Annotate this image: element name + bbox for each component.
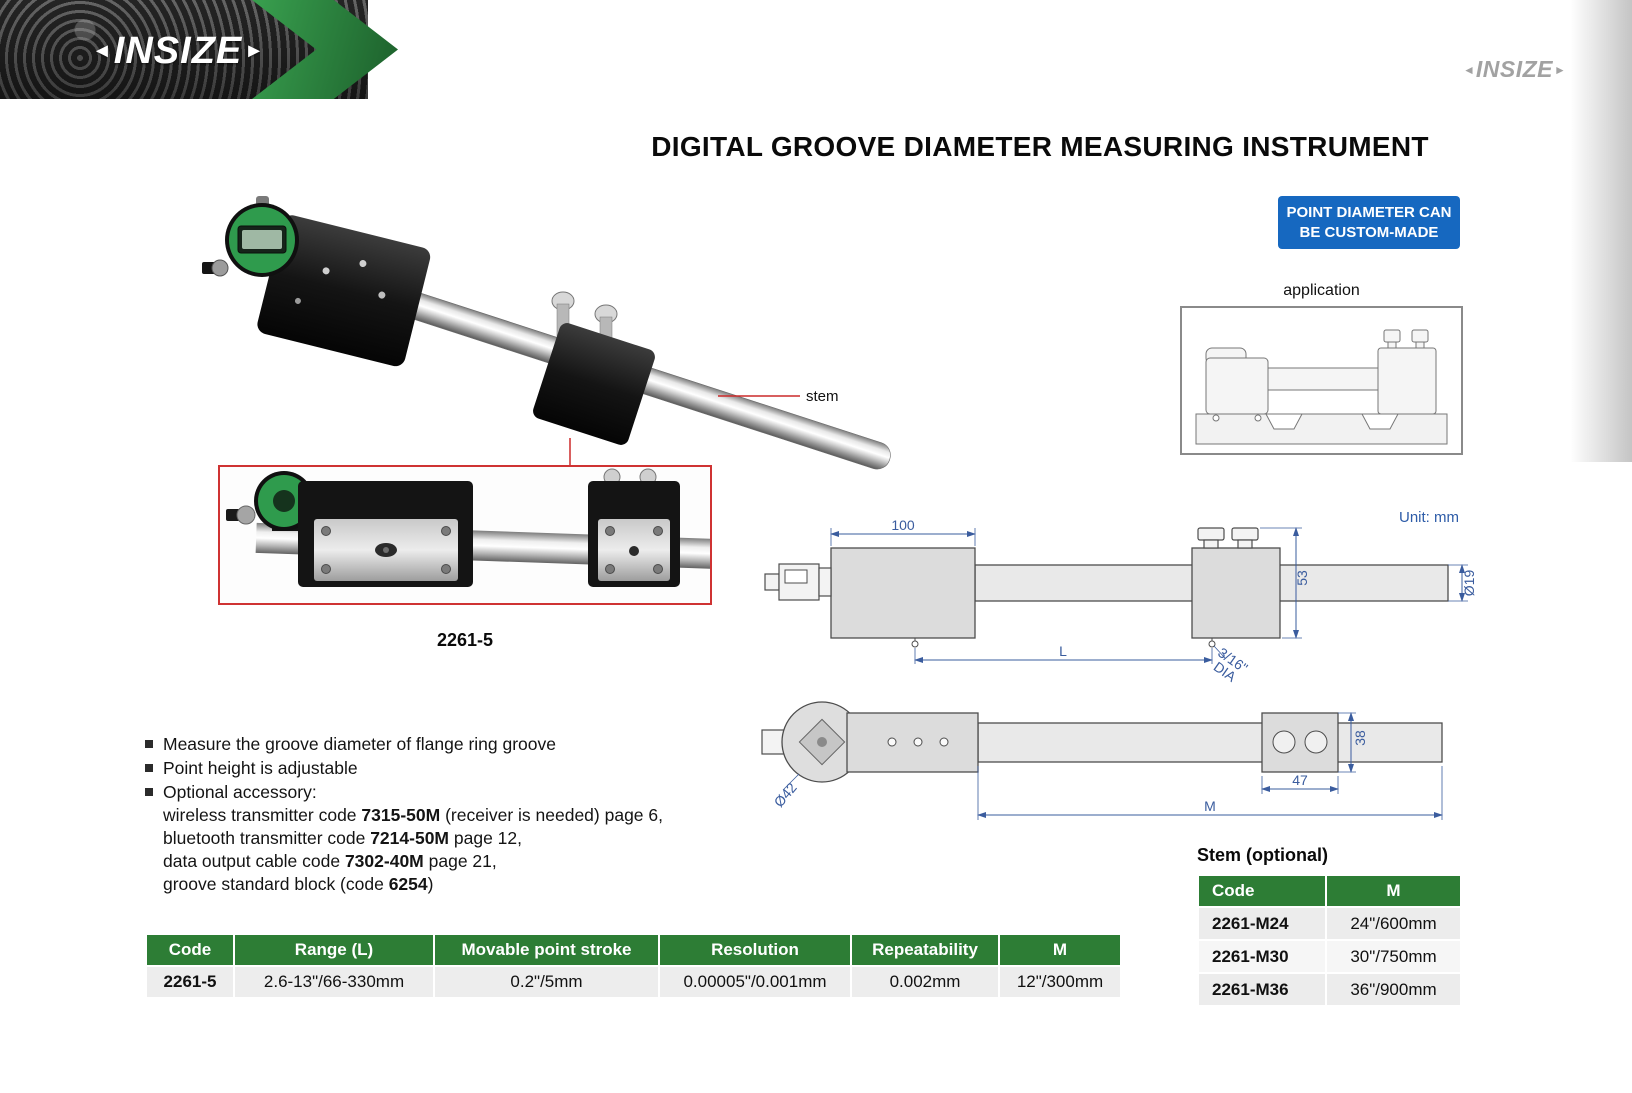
watermark-right-arrow-icon: ► [1554,62,1566,77]
spec-col-header: Code [145,933,235,967]
accessory-text: bluetooth transmitter code [163,828,371,848]
page-title: DIGITAL GROOVE DIAMETER MEASURING INSTRU… [651,131,1429,162]
accessory-code: 7315-50M [361,805,441,825]
bullet-icon [145,764,153,772]
top-view [761,701,1443,783]
spec-header-row: Code Range (L) Movable point stroke Reso… [145,933,1122,967]
side-view-dimensions: 100 53 Ø19 L 3/16" DIA [830,517,1475,685]
stem-header-row: Code M [1197,874,1462,908]
page-edge-shading [1570,0,1632,462]
spec-col-header: M [998,933,1122,967]
insize-watermark: ◄ INSIZE ► [1462,56,1567,83]
stem-m-value: 36"/900mm [1325,972,1462,1007]
stem-row: 2261-M36 36"/900mm [1197,972,1462,1007]
accessory-text: wireless transmitter code [163,805,362,825]
accessory-text: groove standard block (code [163,874,389,894]
feature-item: Point height is adjustable [145,756,825,780]
accessory-text: page 12, [449,828,522,848]
accessory-code: 6254 [388,874,428,894]
stem-row: 2261-M30 30"/750mm [1197,939,1462,974]
stem-row: 2261-M24 24"/600mm [1197,906,1462,941]
spec-col-header: Movable point stroke [433,933,660,967]
stem-label: stem [806,388,839,405]
feature-text: Measure the groove diameter of flange ri… [163,734,557,754]
stem-code: 2261-M24 [1197,906,1327,941]
application-drawing [1195,329,1448,445]
unit-label: Unit: mm [1399,509,1459,526]
spec-code: 2261-5 [145,965,235,999]
badge-line2: BE CUSTOM-MADE [1299,223,1439,241]
dim-M-label: M [1204,798,1216,814]
dim-19-label: Ø19 [1461,570,1475,597]
insize-logo: ◄ INSIZE ► [90,28,266,74]
badge-line1: POINT DIAMETER CAN [1286,203,1452,221]
logo-text: INSIZE [113,29,243,72]
spec-table: Code Range (L) Movable point stroke Reso… [145,933,1122,999]
accessory-text: (receiver is needed) page 6, [440,805,663,825]
accessory-text: page 21, [423,851,497,871]
technical-drawing: Unit: mm 100 53 [761,509,1475,820]
stem-table-title: Stem (optional) [1197,845,1328,865]
stem-code: 2261-M36 [1197,972,1327,1007]
logo-right-arrow-icon: ► [244,39,265,62]
spec-data-row: 2261-5 2.6-13"/66-330mm 0.2"/5mm 0.00005… [145,965,1122,999]
spec-resolution: 0.00005"/0.001mm [658,965,852,999]
dim-100-label: 100 [891,517,915,533]
watermark-left-arrow-icon: ◄ [1463,62,1475,77]
application-diagram-box [1180,306,1463,455]
spec-repeatability: 0.002mm [850,965,1000,999]
product-photo-illustration: stem [202,196,891,470]
optional-accessory-line: bluetooth transmitter code 7214-50M page… [163,827,825,850]
dim-53-label: 53 [1294,570,1310,586]
custom-made-badge: POINT DIAMETER CAN BE CUSTOM-MADE [1278,196,1460,249]
feature-list: Measure the groove diameter of flange ri… [145,732,825,896]
accessory-code: 7214-50M [370,828,450,848]
bullet-icon [145,740,153,748]
feature-item: Measure the groove diameter of flange ri… [145,732,825,756]
side-view [764,527,1449,648]
accessory-text: ) [427,874,434,894]
sliding-block [533,291,655,445]
stem-m-value: 24"/600mm [1325,906,1462,941]
stem-col-header-code: Code [1197,874,1327,908]
dim-47-label: 47 [1292,772,1308,788]
accessory-code: 7302-40M [344,851,424,871]
spec-range: 2.6-13"/66-330mm [233,965,435,999]
model-number-label: 2261-5 [436,630,494,650]
detail-inset-photo [226,468,710,587]
dim-L-label: L [1059,643,1067,659]
feature-text: Optional accessory: [163,782,317,802]
detail-inset-box [218,465,712,605]
watermark-text: INSIZE [1475,56,1554,82]
stem-m-value: 30"/750mm [1325,939,1462,974]
optional-accessory-line: data output cable code 7302-40M page 21, [163,850,825,873]
logo-left-arrow-icon: ◄ [92,39,112,62]
stem-col-header-m: M [1325,874,1462,908]
inset-right-block [588,468,680,587]
optional-accessory-line: groove standard block (code 6254) [163,873,825,896]
spec-col-header: Range (L) [233,933,435,967]
inset-left-block [298,481,473,587]
application-label: application [1283,282,1360,299]
accessory-text: data output cable code [163,851,345,871]
bullet-icon [145,788,153,796]
optional-accessory-line: wireless transmitter code 7315-50M (rece… [163,804,825,827]
dim-38-label: 38 [1352,730,1368,746]
spec-col-header: Repeatability [850,933,1000,967]
stem-table: Code M 2261-M24 24"/600mm 2261-M30 30"/7… [1197,874,1462,1007]
main-body-block [257,215,431,367]
feature-text: Point height is adjustable [163,758,358,778]
spec-stroke: 0.2"/5mm [433,965,660,999]
feature-item: Optional accessory: [145,780,825,804]
spec-m: 12"/300mm [998,965,1122,999]
digital-indicator [202,196,299,277]
spec-col-header: Resolution [658,933,852,967]
stem-code: 2261-M30 [1197,939,1327,974]
